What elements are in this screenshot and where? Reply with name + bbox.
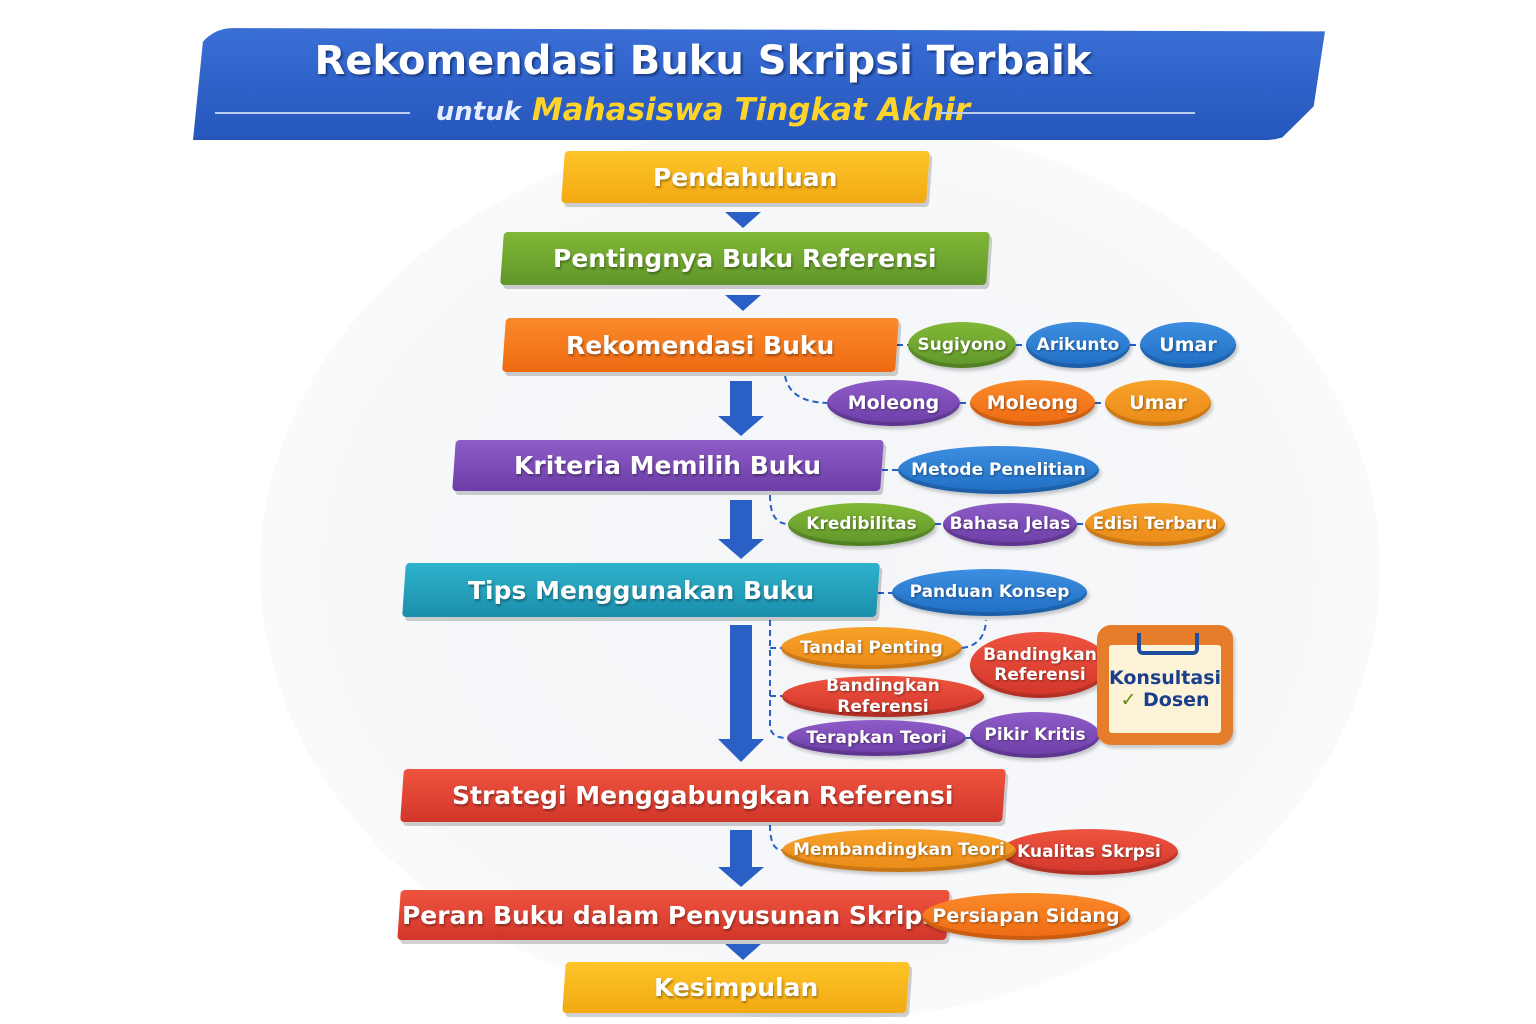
pill-pikir-kritis: Pikir Kritis <box>970 712 1100 758</box>
step-pentingnya-buku-referensi: Pentingnya Buku Referensi <box>500 232 990 285</box>
arrow-down-icon <box>725 295 761 311</box>
page-title: Rekomendasi Buku Skripsi Terbaik <box>314 38 1092 84</box>
arrow-down-icon <box>718 539 764 559</box>
clipboard-clip-icon <box>1137 633 1199 655</box>
page-subtitle: untuk Mahasiswa Tingkat Akhir <box>193 92 1213 128</box>
pill-sugiyono: Sugiyono <box>908 322 1016 368</box>
clipboard-paper: Konsultasi ✓ Dosen <box>1109 645 1221 733</box>
step-kriteria-memilih-buku: Kriteria Memilih Buku <box>452 440 884 491</box>
pill-moleong: Moleong <box>827 380 960 426</box>
pill-terapkan-teori: Terapkan Teori <box>787 720 966 756</box>
step-rekomendasi-buku: Rekomendasi Buku <box>502 318 899 372</box>
arrow-down-icon <box>718 739 764 762</box>
subtitle-prefix: untuk <box>435 97 522 127</box>
pill-panduan-konsep: Panduan Konsep <box>892 569 1087 616</box>
connector <box>784 375 1105 404</box>
step-peran-buku: Peran Buku dalam Penyusunan Skripsi <box>397 890 950 940</box>
pill-arikunto: Arikunto <box>1026 322 1130 368</box>
pill-umar: Umar <box>1140 322 1236 368</box>
check-icon: ✓ <box>1120 689 1137 711</box>
connector <box>769 619 987 739</box>
pill-umar: Umar <box>1105 380 1211 426</box>
arrow-down-icon <box>730 830 752 868</box>
pill-bahasa-jelas: Bahasa Jelas <box>943 503 1077 546</box>
pill-kredibilitas: Kredibilitas <box>788 503 935 546</box>
arrow-down-icon <box>718 867 764 887</box>
step-pendahuluan: Pendahuluan <box>561 151 930 203</box>
divider <box>940 112 1195 114</box>
pill-tandai-penting: Tandai Penting <box>781 627 962 669</box>
arrow-down-icon <box>730 381 752 417</box>
step-strategi-menggabungkan-referensi: Strategi Menggabungkan Referensi <box>400 769 1006 822</box>
pill-persiapan-sidang: Persiapan Sidang <box>922 893 1130 940</box>
arrow-down-icon <box>725 944 761 960</box>
clipboard-konsultasi-dosen: Konsultasi ✓ Dosen <box>1097 625 1233 745</box>
step-kesimpulan: Kesimpulan <box>562 962 910 1013</box>
subtitle-highlight: Mahasiswa Tingkat Akhir <box>531 92 971 128</box>
pill-edisi-terbaru: Edisi Terbaru <box>1085 503 1225 546</box>
pill-membandingkan-teori: Membandingkan Teori <box>782 829 1016 872</box>
pill-bandingkan-referensi: Bandingkan Referensi <box>782 676 984 717</box>
arrow-down-icon <box>730 625 752 740</box>
konsultasi-label: Konsultasi <box>1108 667 1222 689</box>
connector <box>769 824 783 851</box>
pill-bandingkan-referensi: Bandingkan Referensi <box>970 632 1110 698</box>
pill-kualitas-skripsi: Kualitas Skrpsi <box>1000 829 1178 875</box>
arrow-down-icon <box>725 212 761 228</box>
step-tips-menggunakan-buku: Tips Menggunakan Buku <box>402 563 880 617</box>
dosen-row: ✓ Dosen <box>1120 689 1209 711</box>
arrow-down-icon <box>718 416 764 436</box>
pill-moleong: Moleong <box>970 380 1095 426</box>
header-banner <box>193 28 1325 140</box>
dosen-label: Dosen <box>1143 689 1210 711</box>
divider <box>215 112 410 114</box>
connector <box>769 494 1085 525</box>
arrow-down-icon <box>730 500 752 540</box>
pill-metode-penelitian: Metode Penelitian <box>898 446 1099 494</box>
